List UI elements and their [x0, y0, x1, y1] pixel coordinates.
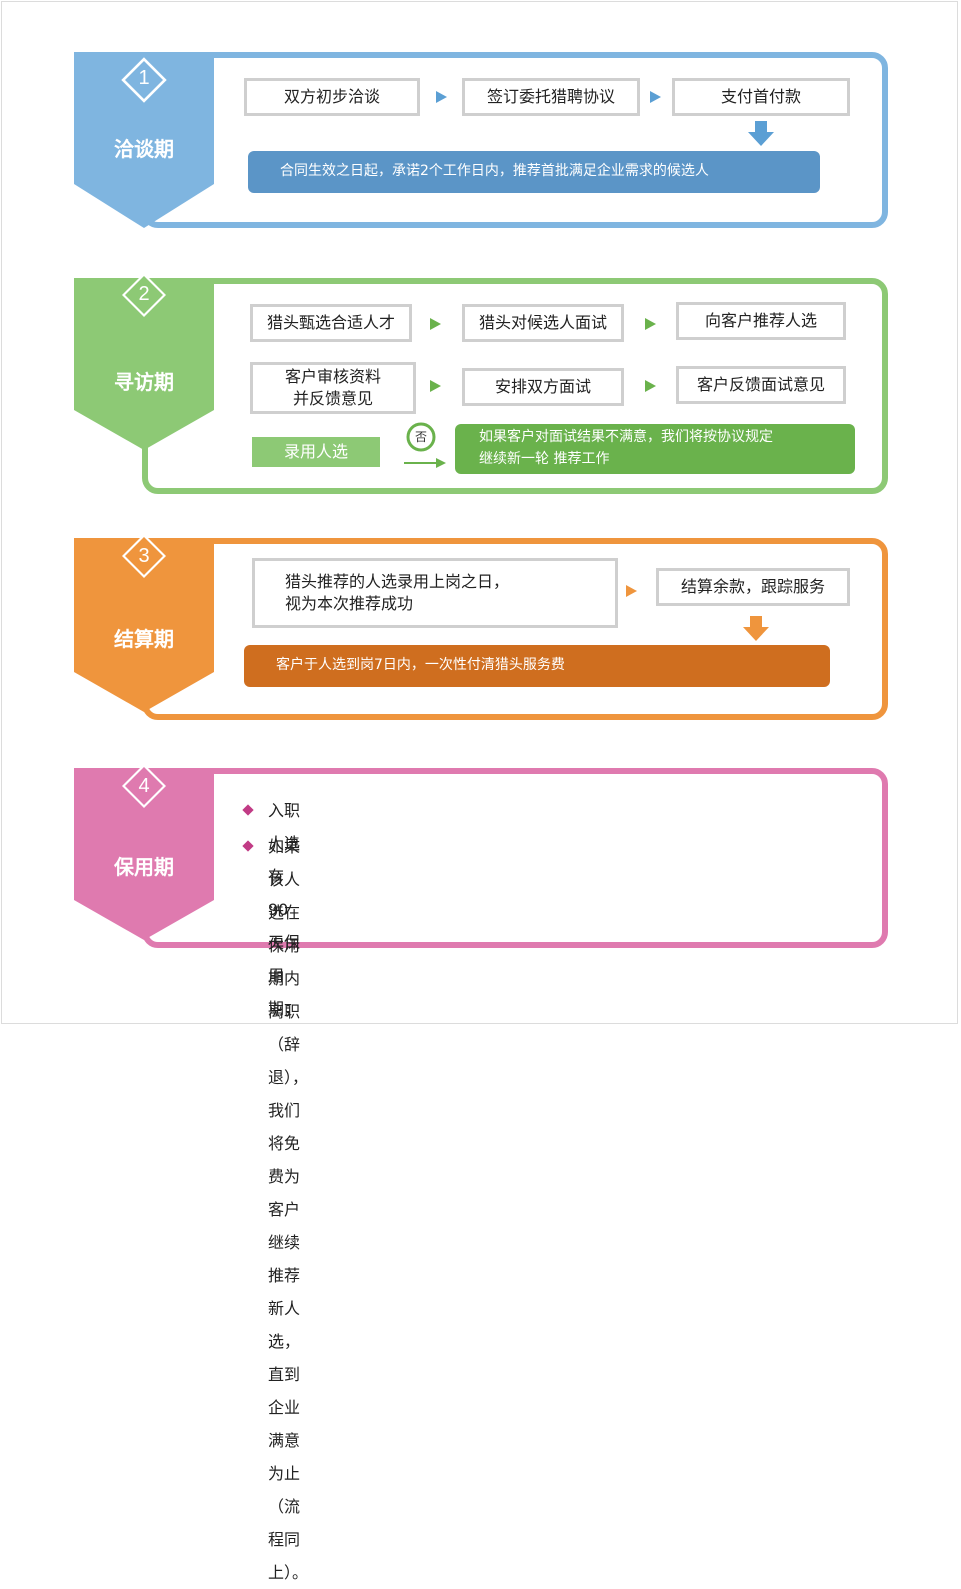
arrow-right-icon [645, 318, 656, 330]
no-branch-arrow-icon [404, 422, 446, 468]
step-client-review: 客户审核资料 并反馈意见 [250, 362, 416, 414]
step-balance-payment: 结算余款，跟踪服务 [656, 568, 850, 606]
stage-note: 客户于人选到岗7日内，一次性付清猎头服务费 [244, 645, 830, 687]
page-frame [1, 1, 958, 1024]
stage-title: 洽谈期 [114, 137, 174, 161]
stage-note: 合同生效之日起，承诺2个工作日内，推荐首批满足企业需求的候选人 [248, 151, 820, 193]
stage-note: 如果客户对面试结果不满意，我们将按协议规定 继续新一轮 推荐工作 [455, 424, 855, 474]
arrow-down-icon [743, 616, 769, 641]
stage-title: 保用期 [114, 855, 174, 879]
arrow-right-icon [650, 91, 661, 103]
stage-title: 寻访期 [114, 370, 174, 394]
step-initial-talk: 双方初步洽谈 [244, 78, 420, 116]
step-interview-candidate: 猎头对候选人面试 [462, 304, 624, 342]
arrow-right-icon [436, 91, 447, 103]
step-client-feedback: 客户反馈面试意见 [676, 366, 846, 404]
arrow-down-icon [748, 121, 774, 146]
arrow-right-icon [626, 585, 637, 597]
no-label: 否 [414, 430, 427, 444]
stage-number: 3 [138, 545, 150, 567]
arrow-right-icon [430, 318, 441, 330]
stage-panel [142, 768, 888, 948]
stage-number: 2 [138, 283, 150, 305]
arrow-right-icon [645, 380, 656, 392]
step-sign-agreement: 签订委托猎聘协议 [462, 78, 640, 116]
step-arrange-interview: 安排双方面试 [462, 368, 624, 406]
stage-title: 结算期 [114, 627, 174, 651]
stage-number: 1 [138, 67, 150, 89]
step-recommend-candidate: 向客户推荐人选 [676, 302, 846, 340]
guarantee-item: 如果该人选在保用期内离职（辞退），我们将免费为客户继续推荐新人选， 直到企业满意… [268, 837, 309, 1582]
step-hire-success: 猎头推荐的人选录用上岗之日， 视为本次推荐成功 [252, 558, 618, 628]
arrow-right-icon [430, 380, 441, 392]
step-screen-talent: 猎头甄选合适人才 [250, 304, 412, 342]
guarantee-item: 入职人选有90天保用期； [268, 801, 301, 1018]
hire-candidate-box: 录用人选 [252, 437, 380, 467]
stage-number: 4 [138, 775, 150, 797]
step-first-payment: 支付首付款 [672, 78, 850, 116]
